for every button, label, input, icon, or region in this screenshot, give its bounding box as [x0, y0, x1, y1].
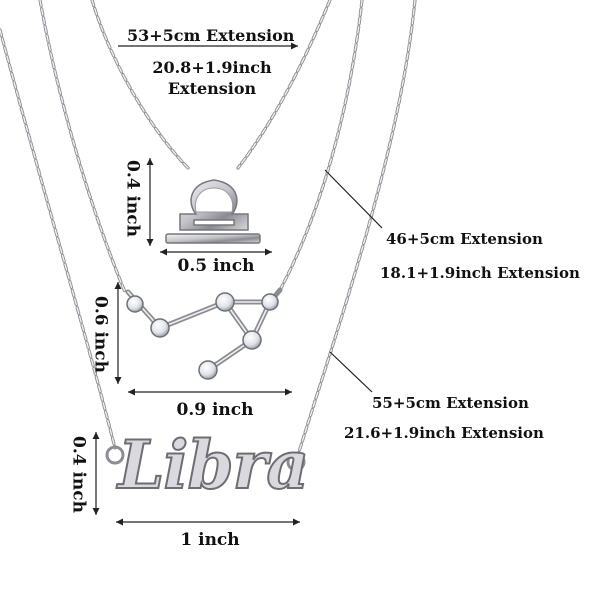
middle-length-cm-label: 46+5cm Extension [386, 230, 543, 248]
libra-symbol-height-label: 0.4 inch [122, 159, 143, 238]
constellation-height-label: 0.6 inch [90, 295, 111, 374]
middle-chain [38, 0, 364, 294]
inner-length-in-label: 20.8+1.9inch [152, 58, 272, 77]
nameplate-height-label: 0.4 inch [68, 435, 89, 514]
chains [0, 0, 417, 457]
libra-symbol-pendant [165, 179, 261, 244]
constellation-width-label: 0.9 inch [176, 400, 254, 420]
nameplate-width-label: 1 inch [180, 530, 240, 550]
outer-length-cm-label: 55+5cm Extension [372, 394, 529, 412]
outer-length-in-label: 21.6+1.9inch Extension [344, 424, 544, 442]
dimension-lines [92, 42, 383, 526]
libra-nameplate-pendant [105, 445, 306, 472]
inner-length-cm-label: 53+5cm Extension [127, 26, 295, 45]
libra-constellation-pendant [125, 287, 283, 380]
inner-length-in-label-2: Extension [167, 79, 257, 98]
inner-chain [90, 0, 332, 172]
nameplate-text: Libra [117, 426, 310, 504]
outer-chain [0, 0, 417, 457]
libra-symbol-width-label: 0.5 inch [177, 256, 255, 276]
middle-length-in-label: 18.1+1.9inch Extension [380, 264, 580, 282]
